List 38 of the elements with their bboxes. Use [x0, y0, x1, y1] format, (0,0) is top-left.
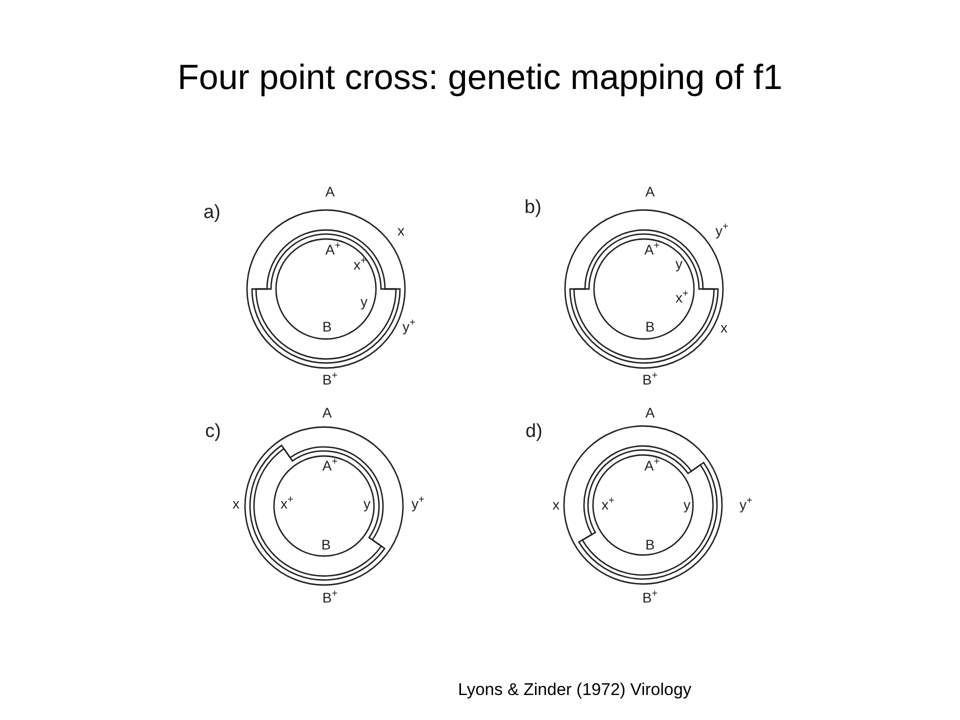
panel-label: a) — [204, 201, 220, 225]
gene-label: B$^{+}$ — [642, 589, 658, 607]
panel-label: b) — [524, 196, 542, 220]
gene-label: x$^{+}$ — [676, 289, 688, 307]
panel-label: c) — [205, 420, 221, 444]
gene-label: B — [645, 536, 655, 554]
gene-label: B$^{+}$ — [322, 371, 338, 389]
gene-label: y$^{+}$ — [402, 318, 416, 336]
gene-label: B — [645, 318, 655, 336]
gene-label: y$^{+}$ — [412, 495, 424, 513]
gene-label: A — [645, 404, 655, 422]
gene-label: A$^{+}$ — [644, 457, 660, 475]
gene-label: B$^{+}$ — [642, 371, 658, 389]
gene-label: y$^{+}$ — [716, 222, 728, 240]
gene-label: B$^{+}$ — [322, 589, 338, 607]
gene-label: y — [360, 293, 368, 311]
gene-label: x — [552, 496, 560, 514]
gene-label: A — [645, 183, 655, 201]
gene-label: x — [232, 495, 240, 513]
gene-label: y$^{+}$ — [740, 496, 752, 514]
gene-label: y — [676, 255, 682, 273]
gene-label: x — [720, 319, 728, 337]
gene-label: A$^{+}$ — [325, 241, 341, 259]
gene-label: y — [684, 496, 690, 514]
panel-label: d) — [526, 420, 542, 444]
gene-label: x$^{+}$ — [354, 256, 366, 274]
gene-label: A$^{+}$ — [322, 457, 338, 475]
gene-label: x — [398, 222, 404, 240]
citation-caption: Lyons & Zinder (1972) Virology — [458, 680, 692, 700]
slide-title: Four point cross: genetic mapping of f1 — [177, 58, 783, 98]
gene-label: A — [322, 404, 332, 422]
gene-label: x$^{+}$ — [280, 495, 294, 513]
gene-label: B — [321, 536, 331, 554]
gene-label: B — [322, 318, 332, 336]
gene-label: A — [325, 183, 335, 201]
gene-label: x$^{+}$ — [602, 496, 614, 514]
gene-label: A$^{+}$ — [644, 241, 660, 259]
gene-label: y — [364, 495, 370, 513]
